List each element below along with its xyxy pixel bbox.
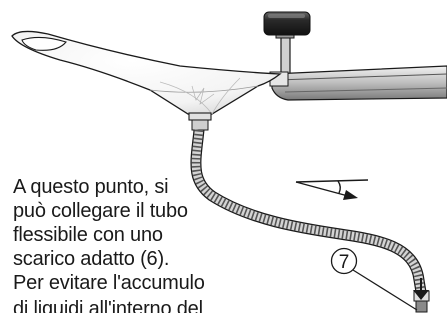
support-rail (269, 65, 447, 101)
clamp-knob (263, 11, 311, 36)
callout-leader-line (352, 269, 418, 311)
flexible-hose (190, 129, 427, 293)
down-arrow-icon (413, 278, 429, 300)
instruction-line-2: può collegare il tubo (13, 200, 188, 222)
collection-bag (11, 30, 282, 117)
instruction-line-3: flessibile con uno (13, 224, 163, 246)
instruction-line-1: A questo punto, si (13, 176, 169, 198)
mounting-post (275, 31, 295, 77)
drain-outlet (188, 112, 212, 131)
instruction-line-5: Per evitare l'accumulo (13, 272, 205, 294)
slope-angle-indicator (295, 179, 369, 200)
instruction-text: A questo punto, si può collegare il tubo… (0, 173, 250, 313)
callout-number: 7 (339, 252, 350, 273)
callout-7: 7 (330, 247, 418, 311)
instruction-line-4: scarico adatto (6). (13, 248, 170, 270)
instruction-line-6: di liquidi all'interno del (13, 298, 203, 313)
callout-circle (330, 247, 358, 275)
